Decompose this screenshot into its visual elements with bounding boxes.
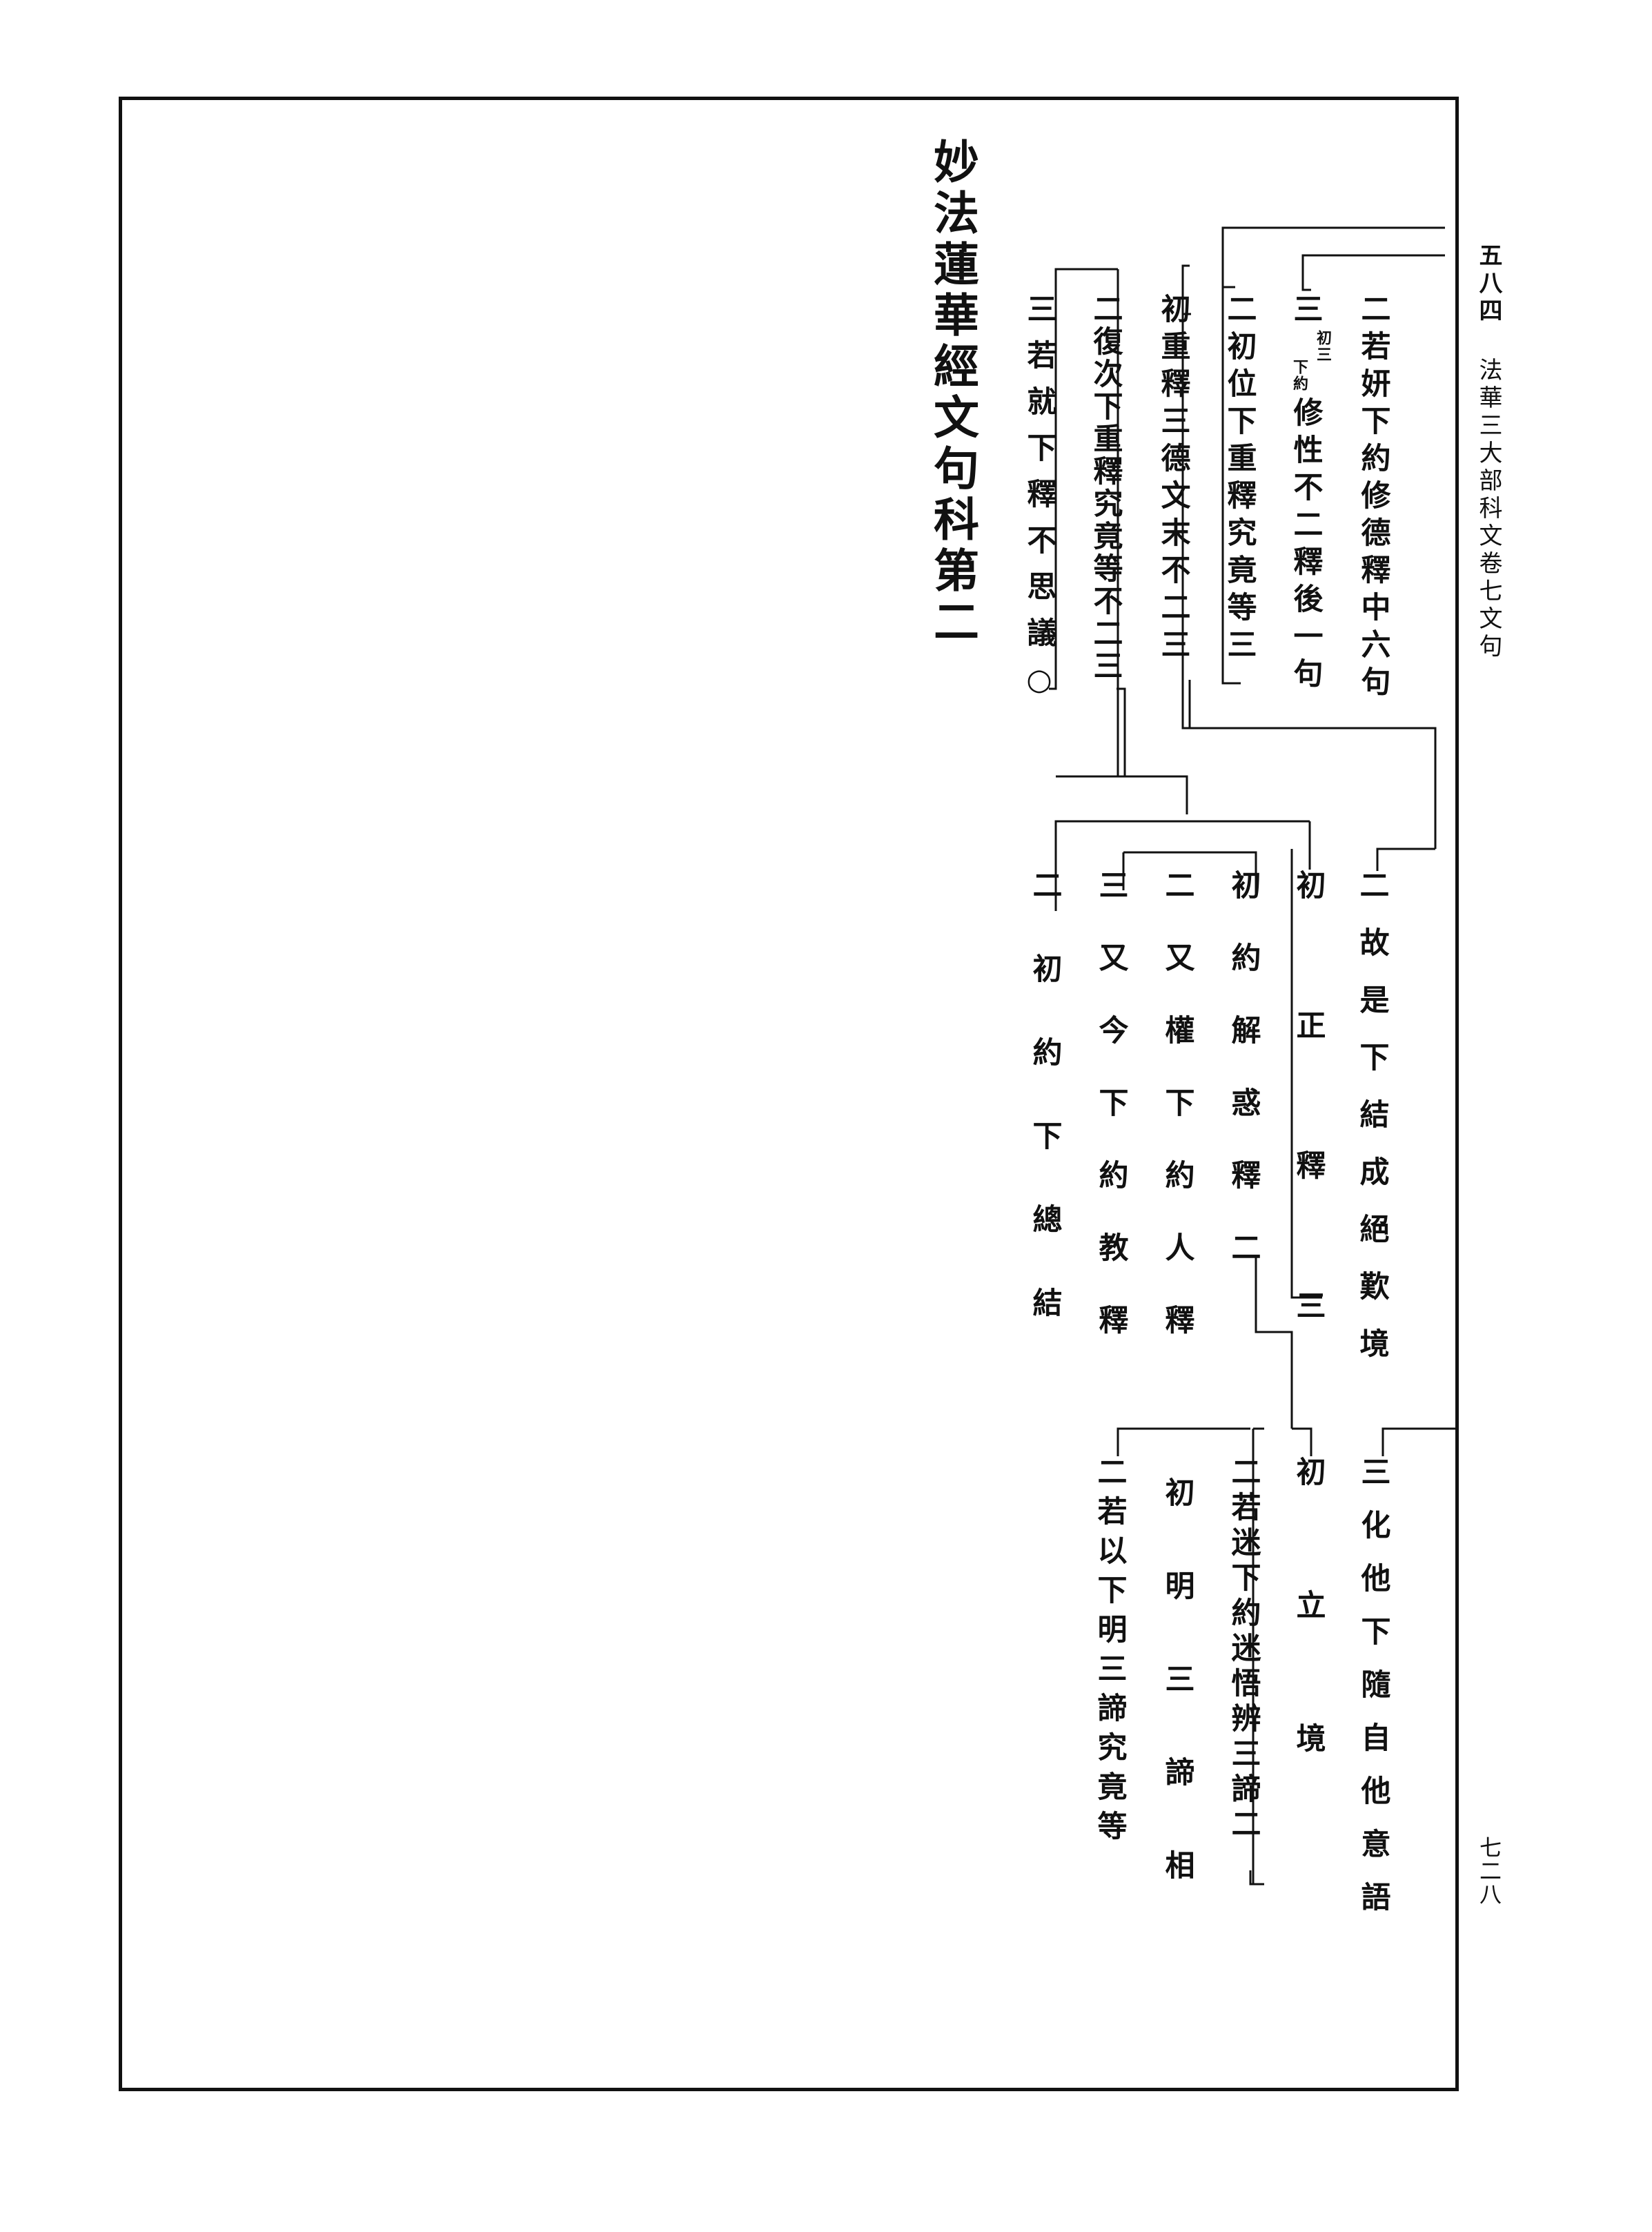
outline-item-1-2b: 修性不二釋後一句	[1288, 397, 1323, 695]
outline-note-1: 初三	[1314, 330, 1332, 363]
page-number: 七二八	[1476, 1836, 1502, 1906]
folio-number: 五八四	[1475, 243, 1502, 326]
outline-item-1-5: 二復次下重釋究竟等不二三	[1088, 293, 1123, 683]
volume-title: 法華三大部科文卷七文句	[1475, 358, 1502, 661]
outline-item-1-6: 三若就下釋不思議	[1022, 293, 1056, 663]
outline-note-2: 下約	[1290, 359, 1308, 392]
outline-item-3-1: 三化他下隨自他意語	[1356, 1456, 1390, 1935]
outline-item-1-4: 初重釋三德文末不二三	[1156, 293, 1190, 666]
outline-item-2-2: 初正釋三	[1291, 870, 1326, 1430]
outline-item-3-5: 二若以下明三諦究竟等	[1092, 1456, 1127, 1850]
outline-item-1-6-mark: ○	[1022, 663, 1056, 705]
outline-item-2-3: 初約解惑釋二	[1226, 870, 1261, 1304]
outline-item-3-3: 二若迷下約迷悟辨三諦二	[1226, 1456, 1261, 1843]
outline-item-1-2a: 三	[1288, 293, 1323, 331]
outline-item-2-4: 二又權下約人釋	[1160, 870, 1194, 1377]
outline-item-2-6: 二初約下總結	[1027, 870, 1062, 1371]
outline-item-3-4: 初明三諦相	[1160, 1477, 1194, 1943]
outline-item-2-5: 三又今下約教釋	[1094, 870, 1128, 1377]
page-border	[119, 97, 1459, 2091]
outline-item-1-3: 二初位下重釋究竟等三	[1222, 293, 1257, 666]
outline-item-3-2: 初立境	[1291, 1456, 1326, 1856]
document-title: 妙法蓮華經文句科第二	[926, 138, 980, 649]
outline-item-2-1: 二故是下結成絕歎境	[1355, 870, 1389, 1385]
outline-item-1-1: 二若妍下約修德釋中六句	[1356, 293, 1390, 703]
